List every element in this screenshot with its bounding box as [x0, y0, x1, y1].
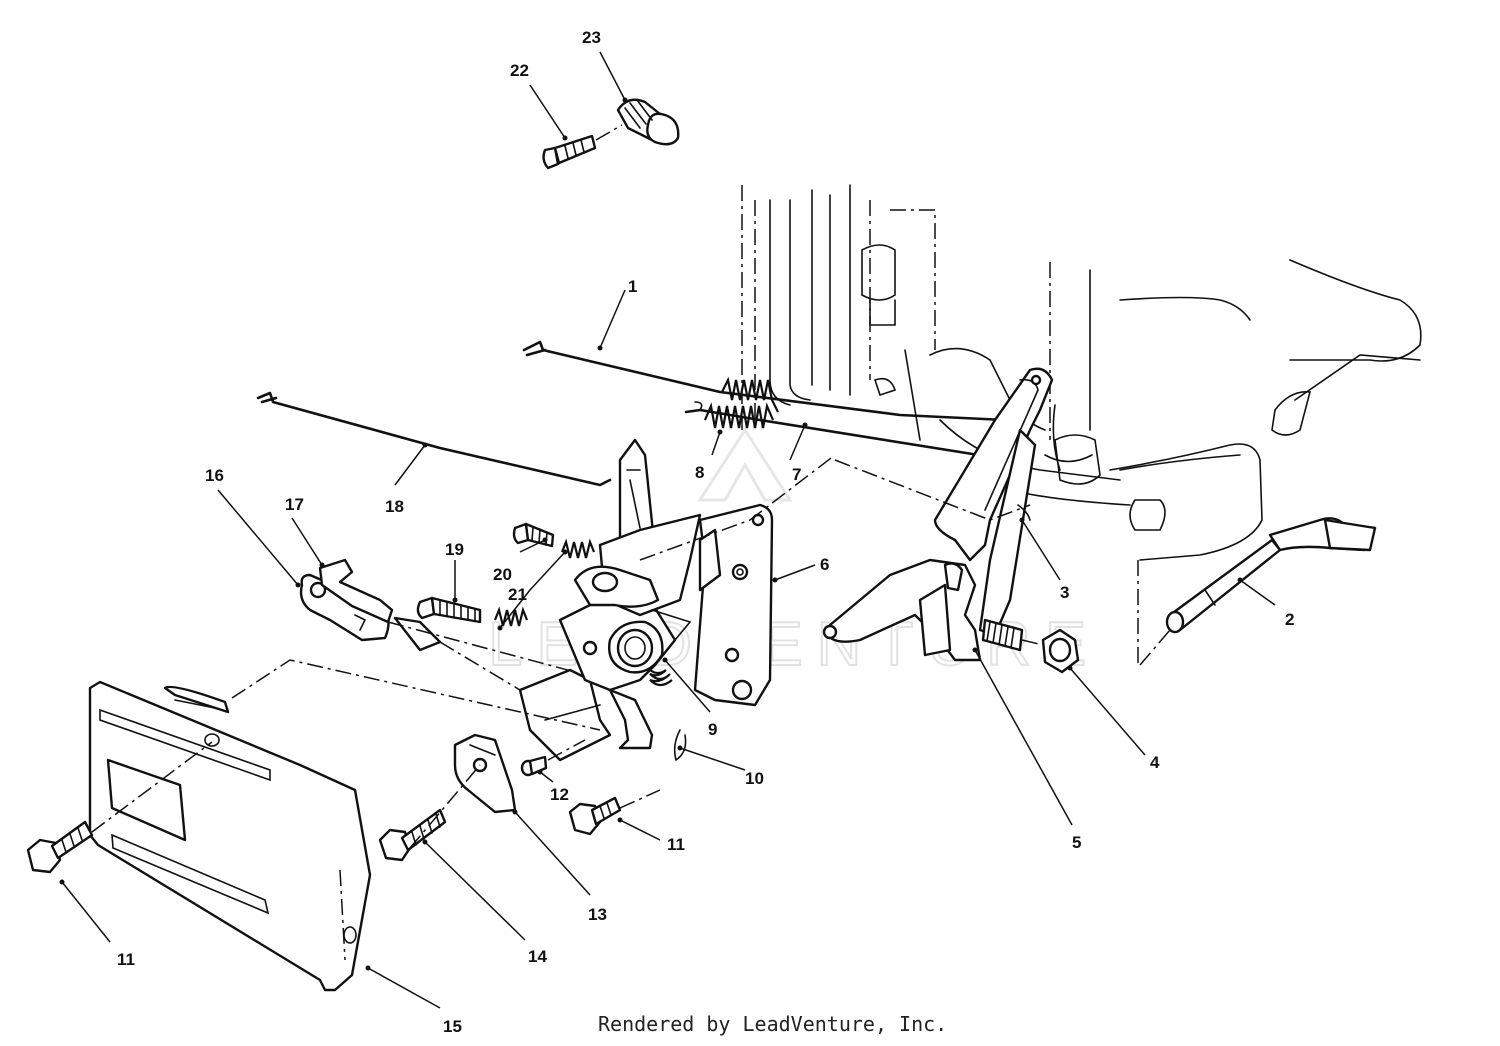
callout-11-left: 11	[117, 950, 135, 969]
part-22-screw	[542, 124, 623, 170]
part-8-spring	[703, 402, 775, 429]
part-20-screw	[512, 522, 555, 548]
callout-3: 3	[1060, 583, 1069, 602]
callout-7: 7	[792, 465, 801, 484]
callout-19: 19	[445, 540, 464, 559]
part-5-bracket	[822, 558, 982, 662]
callout-18: 18	[385, 497, 404, 516]
part-23-clamp	[616, 98, 680, 146]
throttle-control-body	[518, 513, 722, 762]
engine-block-outline	[741, 184, 1422, 665]
part-12-pin	[520, 739, 586, 777]
callout-23: 23	[582, 28, 601, 47]
callout-9: 9	[708, 720, 717, 739]
callout-13: 13	[588, 905, 607, 924]
part-3-lever	[933, 367, 1054, 637]
callout-10: 10	[745, 769, 764, 788]
callout-17: 17	[285, 495, 304, 514]
alignment-lines	[91, 454, 1031, 849]
part-7-rod	[684, 408, 987, 458]
rendered-by-credit: Rendered by LeadVenture, Inc.	[598, 1012, 948, 1036]
part-17-bracket	[318, 558, 442, 652]
part-5-stud	[981, 618, 1024, 652]
callout-labels: 1 2 3 4 5 6 7 8 9 10 11 11 12 13 14 15 1…	[117, 28, 1294, 1036]
part-15-cover	[88, 680, 372, 992]
part-1-rod	[522, 340, 1020, 422]
part-11-bolt-left	[26, 820, 94, 874]
callout-11-right: 11	[667, 835, 685, 854]
governor-spring	[721, 376, 779, 413]
callout-14: 14	[528, 947, 547, 966]
callout-8: 8	[695, 463, 704, 482]
part-11-bolt-right	[568, 796, 622, 836]
callout-20: 20	[493, 565, 512, 584]
callout-22: 22	[510, 61, 529, 80]
callout-5: 5	[1072, 833, 1081, 852]
part-2-rod	[1139, 517, 1377, 666]
part-21-spring	[560, 538, 596, 559]
callout-2: 2	[1285, 610, 1294, 629]
part-10-clip	[673, 729, 687, 762]
part-19-screw	[416, 596, 529, 627]
part-4-nut	[1021, 628, 1080, 674]
part-16-plate	[299, 573, 390, 642]
part-18-rod	[256, 391, 612, 487]
callout-21: 21	[508, 585, 527, 604]
callout-16: 16	[205, 466, 224, 485]
callout-1: 1	[628, 277, 637, 296]
part-13-bracket	[453, 733, 517, 814]
callout-15: 15	[443, 1017, 462, 1036]
callout-6: 6	[820, 555, 829, 574]
callout-12: 12	[550, 785, 569, 804]
callout-leaders	[59, 51, 1276, 1009]
callout-4: 4	[1150, 753, 1160, 772]
